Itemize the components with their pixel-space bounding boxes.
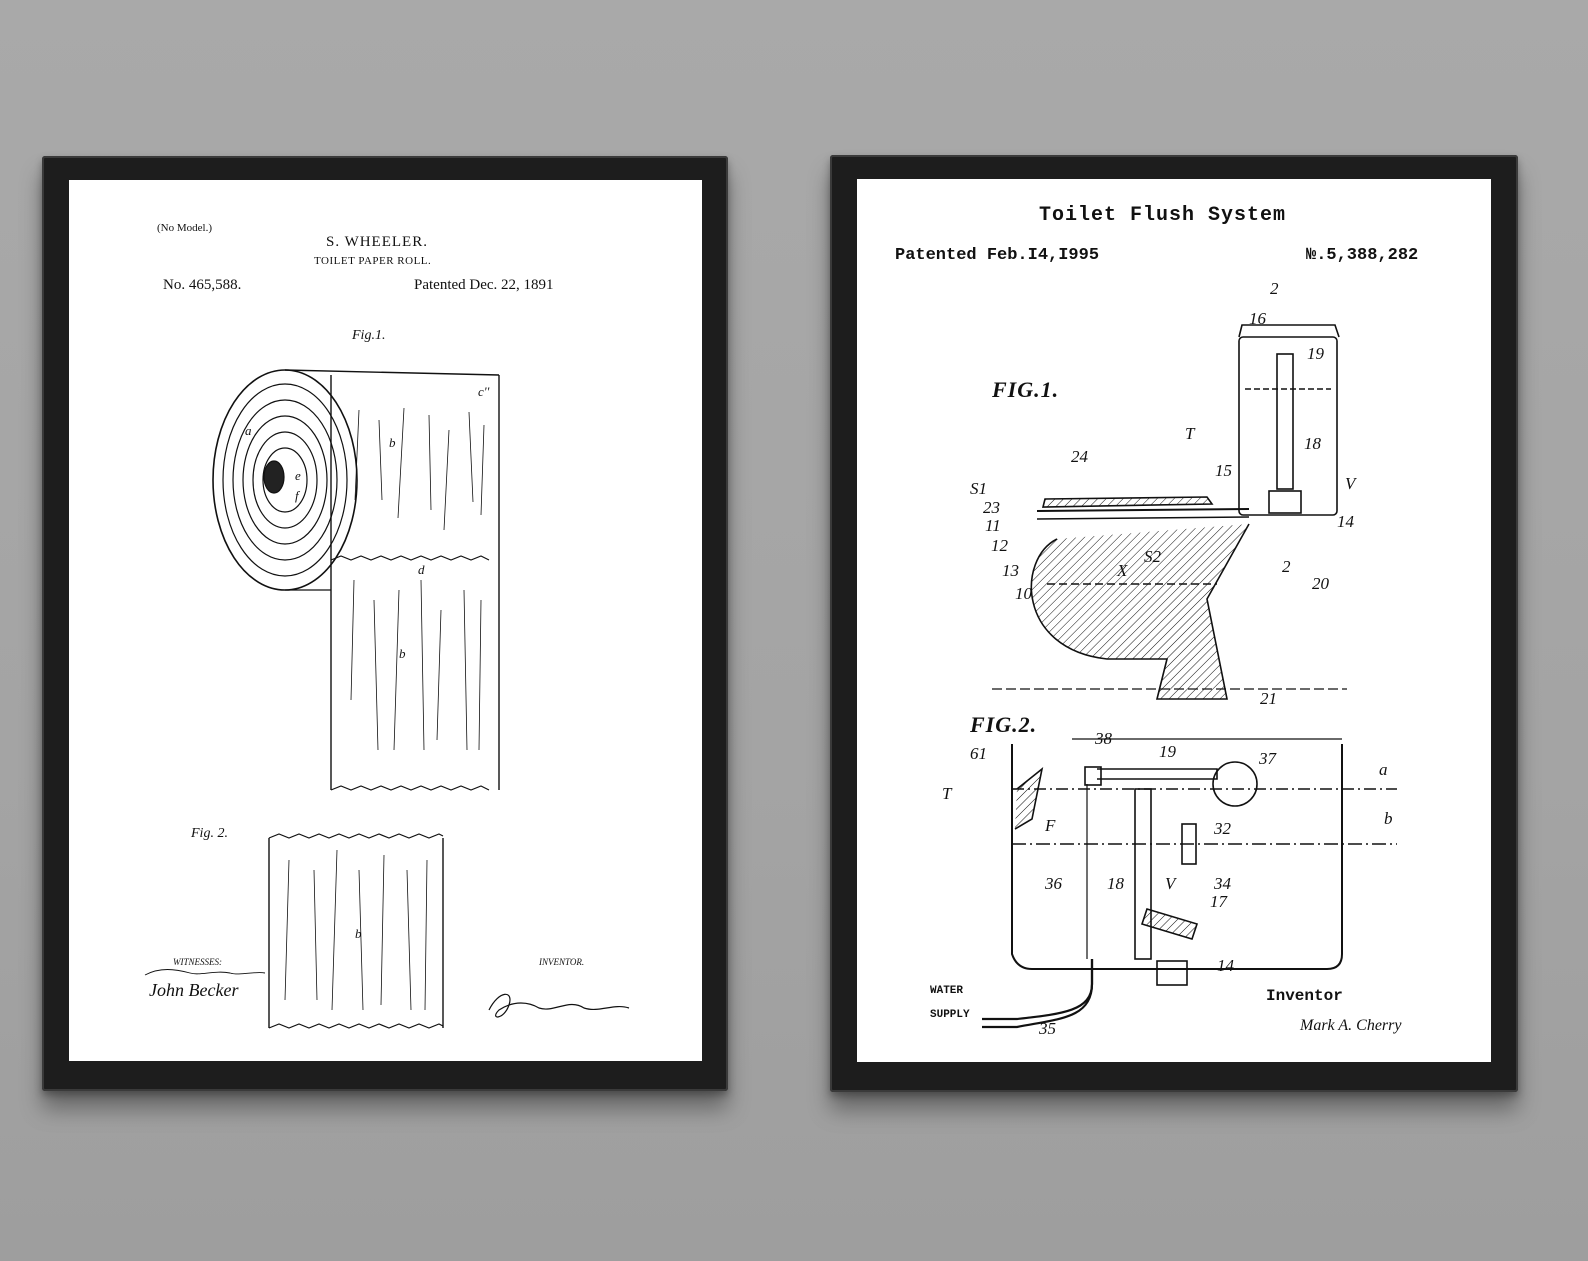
fig2-label: FIG.2.: [970, 712, 1038, 737]
label-17: 17: [1210, 892, 1229, 911]
label-a: a: [245, 423, 252, 438]
label-b3: b: [355, 926, 362, 941]
label-14a: 14: [1337, 512, 1355, 531]
inventor-signature: Mark A. Cherry: [1300, 1017, 1402, 1034]
label-20: 20: [1312, 574, 1330, 593]
inventor-label: INVENTOR.: [539, 957, 585, 967]
patent-number: №.5,388,282: [1306, 246, 1419, 265]
label-a: a: [1379, 760, 1388, 779]
right-poster-mat: Toilet Flush System Patented Feb.I4,I995…: [857, 179, 1491, 1062]
label-e: e: [295, 468, 301, 483]
label-61: 61: [970, 744, 987, 763]
label-21: 21: [1260, 689, 1277, 708]
label-16: 16: [1249, 309, 1267, 328]
label-24: 24: [1071, 447, 1089, 466]
label-15: 15: [1215, 461, 1232, 480]
label-11: 11: [985, 516, 1001, 535]
toilet-flush-drawing: 2 16 19 T 18 V 24 15 S1 23 11 14 12 X S2…: [942, 279, 1397, 1038]
fig1-label: Fig.1.: [352, 328, 386, 343]
water-label: WATER: [930, 985, 964, 997]
label-S2: S2: [1144, 547, 1162, 566]
toilet-paper-drawing: b b b d c'' e f a: [144, 369, 630, 1029]
patent-date: Patented Feb.I4,I995: [895, 246, 1100, 265]
label-b2: b: [399, 646, 406, 661]
label-F: F: [1044, 816, 1056, 835]
label-10: 10: [1015, 584, 1033, 603]
label-32: 32: [1213, 819, 1232, 838]
fig1-label: FIG.1.: [992, 377, 1060, 402]
label-V2: V: [1165, 874, 1178, 893]
label-T1: T: [1185, 424, 1196, 443]
label-f: f: [295, 488, 301, 503]
label-b1: b: [389, 435, 396, 450]
label-d: d: [418, 562, 425, 577]
inventor-name: S. WHEELER.: [326, 234, 428, 250]
label-23: 23: [983, 498, 1000, 517]
left-poster-frame: (No Model.) S. WHEELER. TOILET PAPER ROL…: [42, 156, 728, 1091]
label-18b: 18: [1107, 874, 1125, 893]
label-V1: V: [1345, 474, 1358, 493]
label-37: 37: [1258, 749, 1278, 768]
witnesses-label: WITNESSES:: [173, 957, 222, 967]
label-12: 12: [991, 536, 1009, 555]
label-36: 36: [1044, 874, 1063, 893]
label-c2: c'': [478, 384, 490, 399]
poster-title: Toilet Flush System: [1039, 204, 1287, 227]
label-2b: 2: [1282, 557, 1291, 576]
label-S1: S1: [970, 479, 987, 498]
label-18: 18: [1304, 434, 1322, 453]
patent-date: Patented Dec. 22, 1891: [414, 277, 554, 293]
witness-signature: John Becker: [149, 980, 239, 1000]
label-X: X: [1116, 561, 1128, 580]
label-T2: T: [942, 784, 953, 803]
label-13: 13: [1002, 561, 1019, 580]
fig2-label: Fig. 2.: [191, 826, 228, 841]
inventor-label: Inventor: [1266, 987, 1343, 1005]
label-34: 34: [1213, 874, 1232, 893]
label-35: 35: [1038, 1019, 1056, 1038]
label-2a: 2: [1270, 279, 1279, 298]
label-19b: 19: [1159, 742, 1177, 761]
patent-title: TOILET PAPER ROLL.: [314, 255, 432, 267]
label-14b: 14: [1217, 956, 1235, 975]
left-poster-mat: (No Model.) S. WHEELER. TOILET PAPER ROL…: [69, 180, 702, 1061]
label-b: b: [1384, 809, 1393, 828]
patent-number: No. 465,588.: [163, 277, 242, 293]
no-model-label: (No Model.): [157, 222, 212, 234]
right-poster-frame: Toilet Flush System Patented Feb.I4,I995…: [830, 155, 1518, 1092]
supply-label: SUPPLY: [930, 1009, 970, 1021]
label-38: 38: [1094, 729, 1113, 748]
label-19: 19: [1307, 344, 1325, 363]
